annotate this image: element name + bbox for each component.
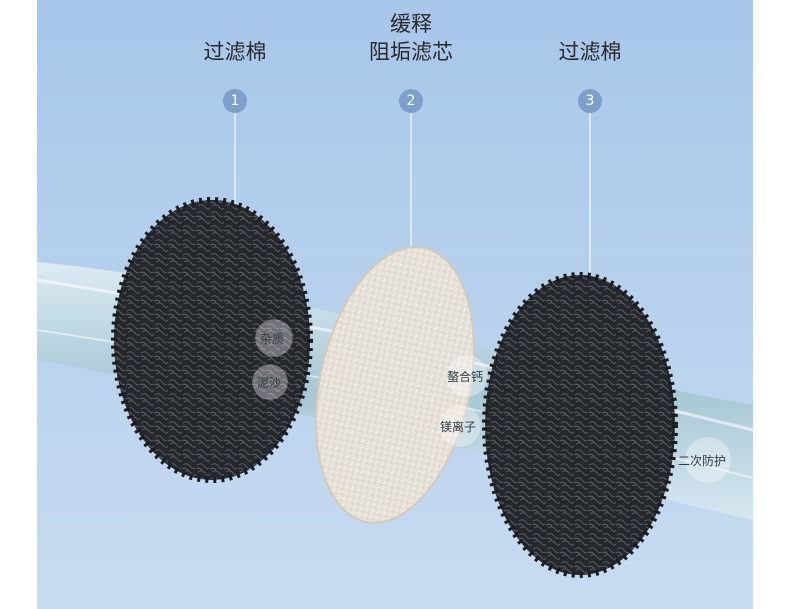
stage-2-number-badge: 2 (399, 89, 423, 113)
stage-1-number-badge: 1 (223, 89, 247, 113)
stage-3-title: 过滤棉 (558, 40, 622, 64)
secondary-protection-label: 二次防护 (678, 454, 727, 468)
stage-3-number-badge: 3 (578, 89, 602, 113)
impurity-label: 杂质 (260, 332, 285, 346)
stage-2-title: 缓释 阻垢滤芯 (369, 12, 453, 64)
stage-1-title: 过滤棉 (203, 40, 267, 64)
chelated-calcium-label: 螯合钙 (447, 370, 484, 384)
sediment-label: 泥沙 (257, 376, 282, 390)
magnesium-ion-label: 镁离子 (440, 420, 477, 434)
